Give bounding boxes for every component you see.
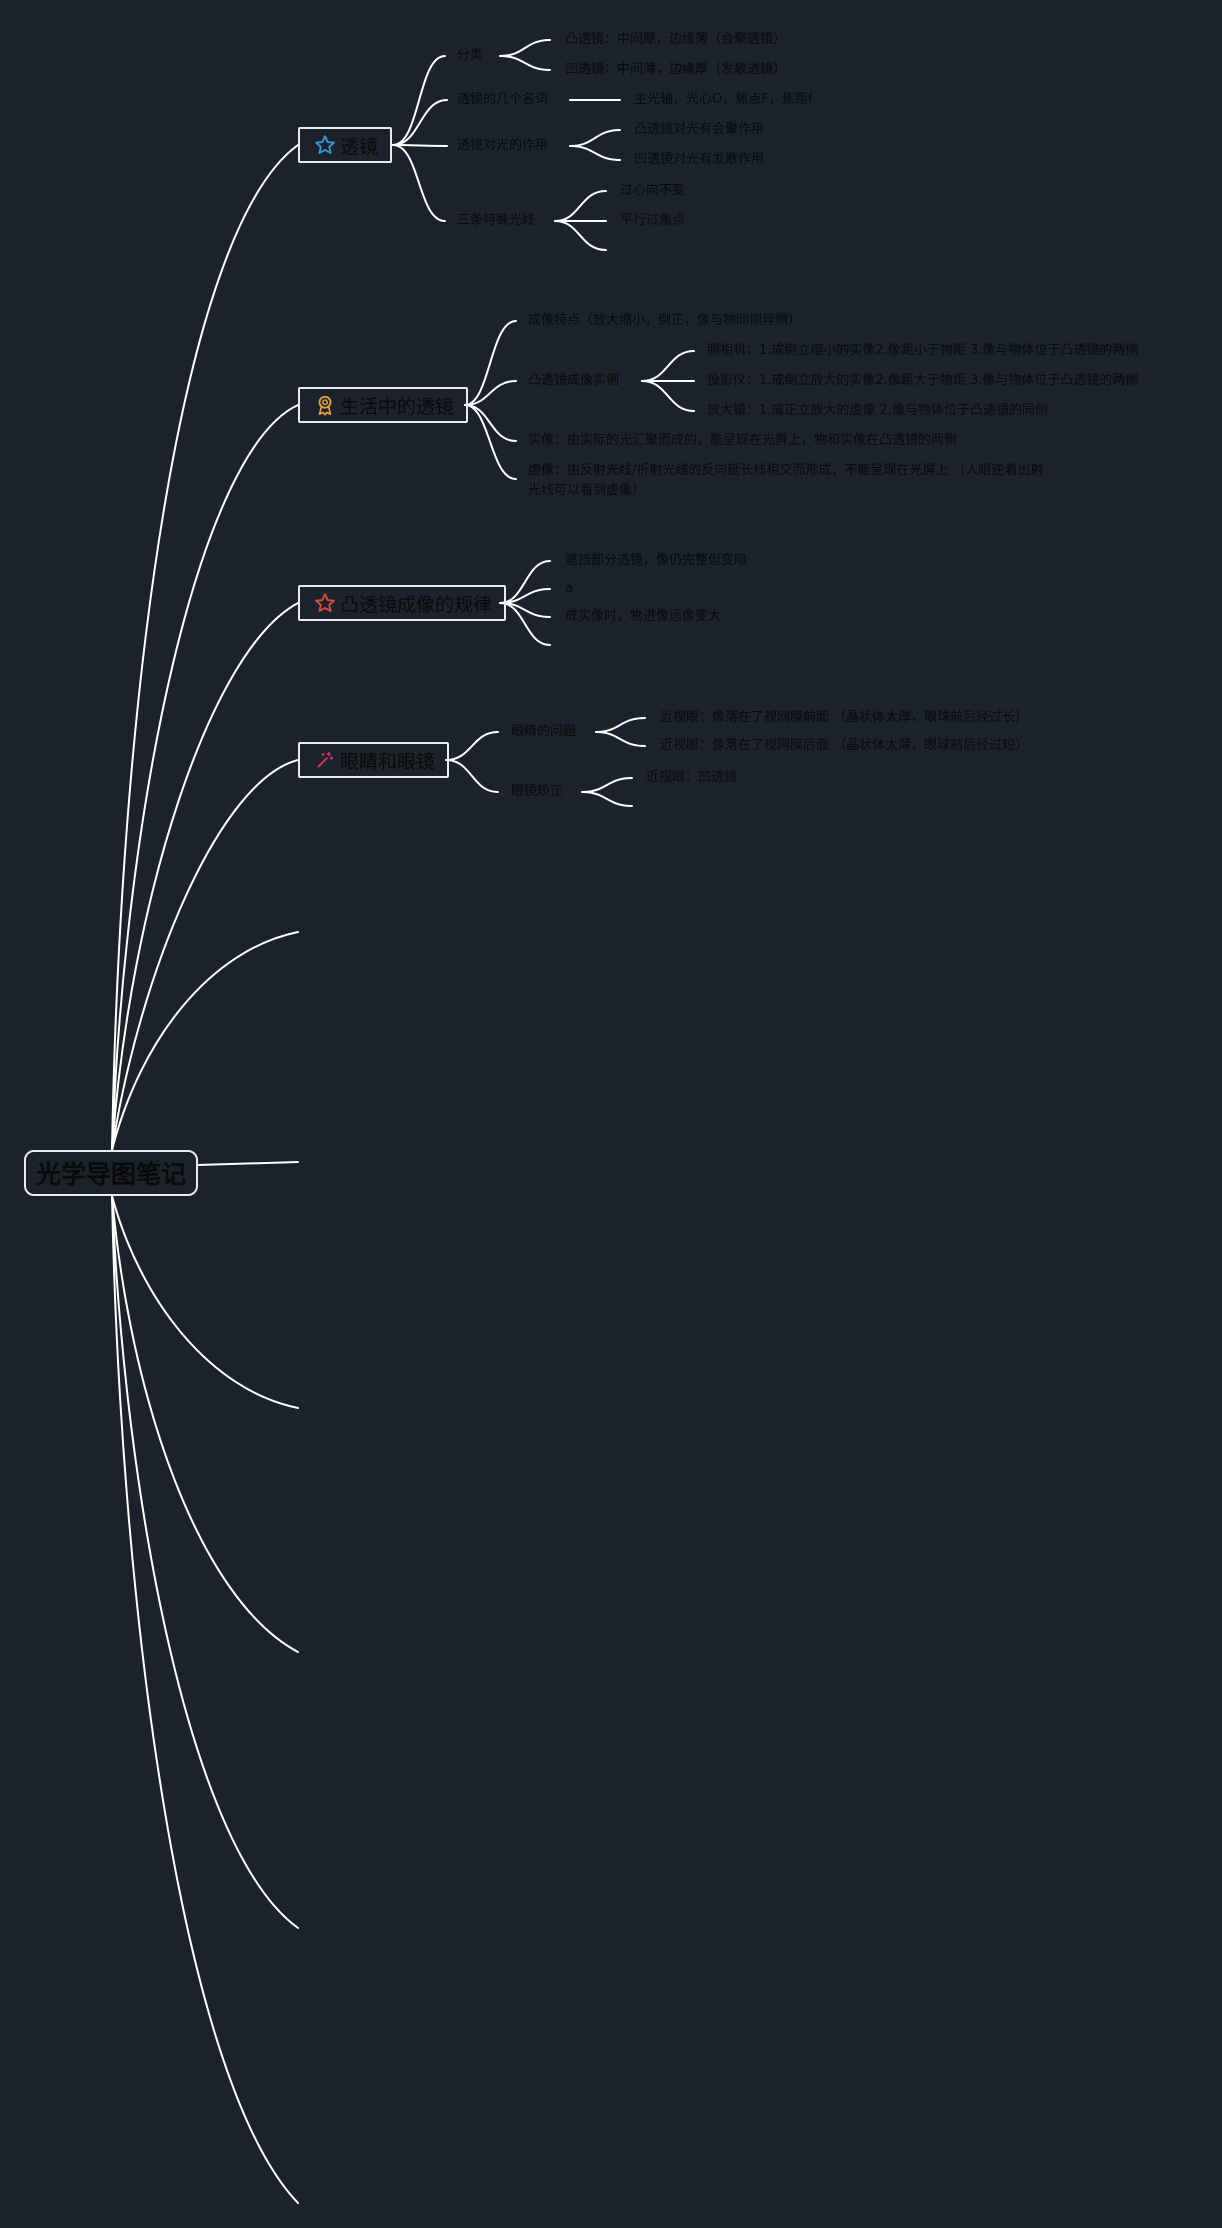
- sub-node[interactable]: 眼镜矫正: [511, 784, 564, 799]
- connector-t4-s2-leaf-2: [581, 791, 633, 807]
- sub-node[interactable]: 眼睛的问题: [511, 724, 577, 739]
- star-outline-icon: [314, 592, 336, 614]
- connector-root-empty-6: [111, 1195, 299, 2204]
- topic-label: 眼睛和眼镜: [340, 750, 436, 773]
- connector-root-empty-5: [111, 1195, 299, 1929]
- connector-root-empty-4: [111, 1195, 299, 1653]
- connector-t4-s1-leaf-1: [595, 717, 646, 733]
- connector-t1-s1-leaf-1: [499, 39, 551, 57]
- connector-t2-sub-1: [464, 320, 517, 406]
- topic-lens[interactable]: 透镜: [298, 127, 393, 163]
- sub-node[interactable]: 凸透镜成像实例: [528, 373, 620, 388]
- leaf-node[interactable]: 凸透镜对光有会聚作用: [634, 122, 765, 137]
- connector-t2-sub-3: [464, 404, 517, 442]
- leaf-node[interactable]: 主光轴，光心O，焦点F，焦距f: [634, 92, 813, 107]
- leaf-node[interactable]: 凹透镜：中间薄，边缘厚（发散透镜）: [565, 62, 787, 77]
- star-outline-icon: [314, 134, 336, 156]
- connector-root-topic-2: [111, 404, 299, 1151]
- leaf-node[interactable]: 凸透镜：中间厚，边缘薄（会聚透镜）: [565, 32, 787, 47]
- leaf-node[interactable]: 近视眼：像落在了视网膜后面 （晶状体太薄，眼球前后径过短）: [660, 738, 1029, 753]
- connector-t1-sub-3: [392, 144, 448, 147]
- connector-t2-s2-leaf-1: [641, 350, 695, 382]
- sub-node[interactable]: 透镜的几个名词: [457, 92, 549, 107]
- sub-node[interactable]: 虚像：由反射光线/折射光线的反向延长线相交而形成，不能呈现在光屏上 （人眼逆着出…: [528, 463, 1044, 498]
- magic-wand-icon: [314, 749, 336, 771]
- connector-root-empty-3: [111, 1195, 299, 1409]
- sub-node[interactable]: 分类: [457, 48, 484, 63]
- connector-root-empty-2: [197, 1161, 299, 1166]
- topic-label: 透镜: [340, 135, 379, 158]
- leaf-node[interactable]: 照相机：1.成倒立缩小的实像2.像距小于物距 3.像与物体位于凸透镜的两侧: [707, 343, 1139, 358]
- leaf-node[interactable]: 投影仪：1.成倒立放大的实像2.像距大于物距 3.像与物体位于凸透镜的两侧: [707, 373, 1139, 388]
- connector-t1-s4-leaf-3: [554, 220, 607, 251]
- connector-t4-s1-leaf-2: [595, 731, 646, 747]
- leaf-node[interactable]: 放大镜：1.成正立放大的虚像 2.像与物体位于凸透镜的同侧: [707, 403, 1048, 418]
- topic-label: 凸透镜成像的规律: [340, 593, 493, 616]
- sub-node[interactable]: 透镜对光的作用: [457, 138, 549, 153]
- topic-lenses-in-life[interactable]: 生活中的透镜: [298, 387, 469, 423]
- connector-t2-sub-2: [464, 380, 517, 406]
- connector-t1-s3-leaf-2: [569, 145, 621, 161]
- leaf-node[interactable]: 过心向不变: [620, 183, 686, 198]
- connector-t4-sub-1: [445, 731, 499, 761]
- award-ribbon-icon: [314, 394, 336, 416]
- connector-t2-sub-4: [464, 404, 517, 480]
- topic-eyes-and-glasses[interactable]: 眼睛和眼镜: [298, 742, 450, 778]
- sub-node[interactable]: 成像特点（放大缩小，倒正，像与物同侧异侧）: [528, 313, 802, 328]
- connector-root-empty-1: [111, 931, 299, 1151]
- sub-node[interactable]: a: [565, 581, 573, 596]
- sub-node[interactable]: 遮挡部分透镜，像仍完整但变暗: [565, 553, 748, 568]
- connector-t1-sub-1: [392, 55, 446, 146]
- connector-t1-sub-2: [392, 99, 448, 146]
- root-node[interactable]: 光学导图笔记: [24, 1150, 198, 1196]
- topic-label: 生活中的透镜: [340, 395, 455, 418]
- leaf-node[interactable]: 近视眼：凹透镜: [646, 770, 738, 785]
- leaf-node[interactable]: 平行过焦点: [620, 213, 686, 228]
- connector-t1-s3-leaf-1: [569, 129, 621, 147]
- connector-t1-s1-leaf-2: [499, 55, 551, 71]
- connector-t3-sub-4: [499, 602, 551, 646]
- sub-node[interactable]: 实像：由实际的光汇聚而成的，能呈现在光屏上，物和实像在凸透镜的两侧: [528, 433, 958, 448]
- topic-convex-lens-imaging-rules[interactable]: 凸透镜成像的规律: [298, 585, 507, 621]
- connector-t2-s2-leaf-3: [641, 380, 695, 412]
- connector-root-topic-4: [111, 759, 299, 1151]
- sub-node[interactable]: 成实像时，物进像远像变大: [565, 609, 722, 624]
- connector-root-topic-1: [111, 144, 299, 1151]
- leaf-node[interactable]: 近视眼：像落在了视网膜前面 （晶状体太厚，眼球前后径过长）: [660, 710, 1029, 725]
- leaf-node[interactable]: 凹透镜对光有发散作用: [634, 152, 765, 167]
- connector-t1-s4-leaf-1: [554, 190, 607, 222]
- connector-t4-s2-leaf-1: [581, 777, 633, 793]
- connector-t1-sub-4: [392, 144, 446, 222]
- sub-node[interactable]: 三条特殊光线: [457, 213, 536, 228]
- connector-root-topic-3: [111, 602, 299, 1151]
- connector-t4-sub-2: [445, 759, 499, 793]
